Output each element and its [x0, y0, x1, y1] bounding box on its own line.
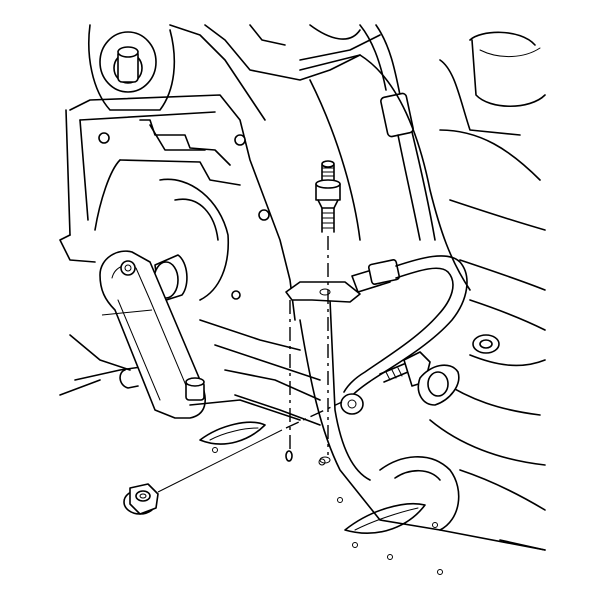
brake-line-tube	[340, 255, 468, 415]
support-arm	[99, 250, 206, 419]
mounting-bolt-right	[379, 351, 460, 406]
lower-pan	[189, 399, 443, 575]
upper-housing	[169, 24, 436, 241]
bracket-nut	[123, 483, 159, 515]
upper-right-cap	[439, 31, 546, 136]
bracket-bolt	[315, 160, 341, 233]
upper-left-pulley	[88, 24, 176, 111]
bell-housing	[299, 54, 546, 551]
assembly-lines	[101, 236, 343, 493]
right-housing	[429, 129, 546, 551]
brake-line-bracket	[285, 281, 361, 303]
